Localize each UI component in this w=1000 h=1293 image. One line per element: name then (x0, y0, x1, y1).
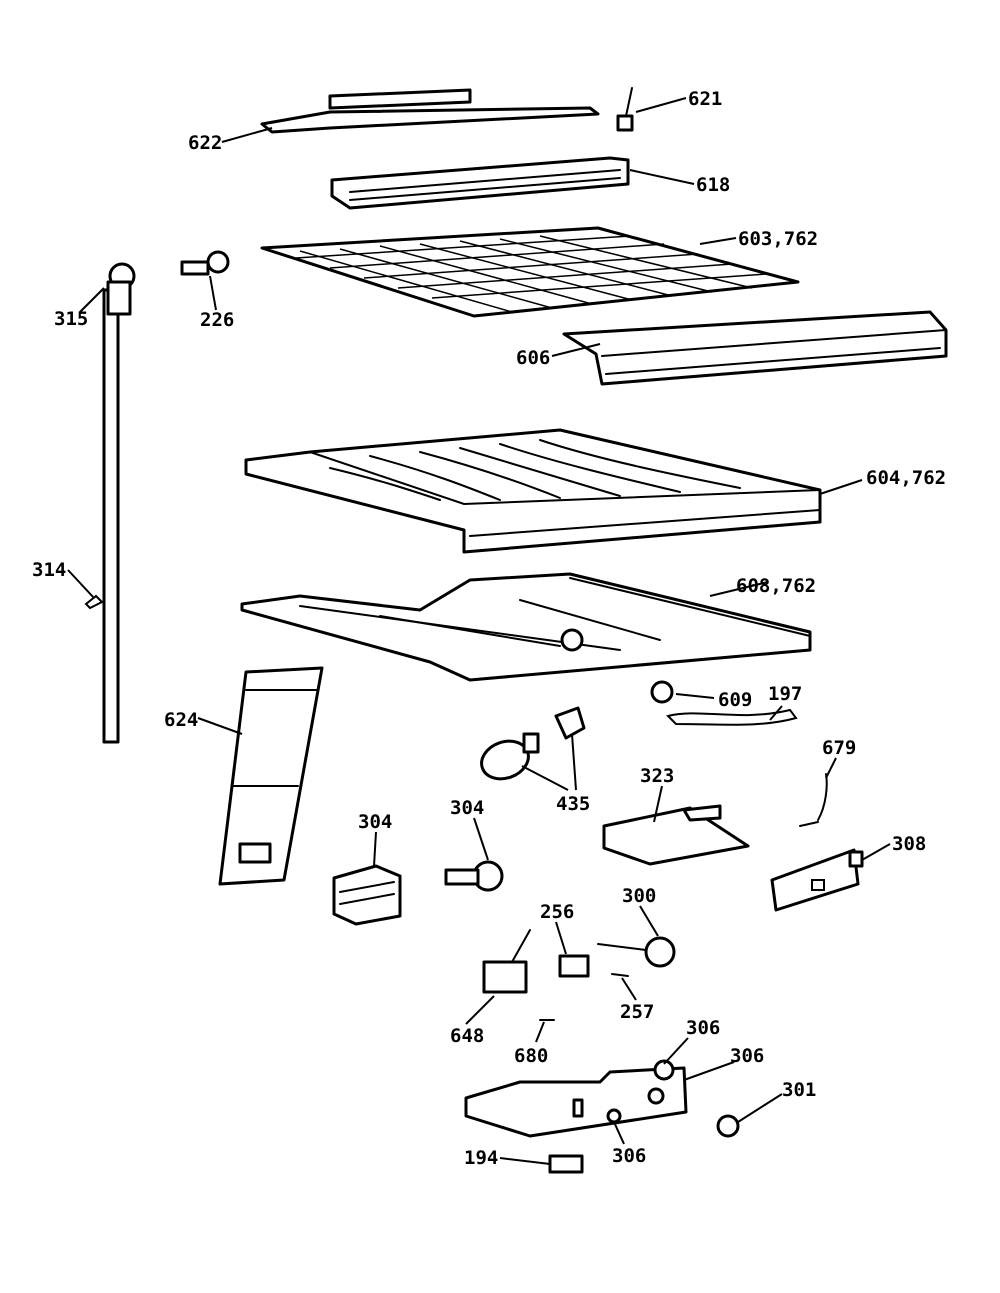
part-256-capacitor (558, 954, 590, 978)
part-621-pin (616, 87, 634, 132)
callout-608-762: 608,762 (736, 575, 816, 597)
callout-304-housing: 304 (358, 811, 392, 833)
callout-314: 314 (32, 559, 66, 581)
callout-606: 606 (516, 347, 550, 369)
callout-194: 194 (464, 1147, 498, 1169)
part-300-thermostat (597, 936, 676, 968)
callout-679: 679 (822, 737, 856, 759)
part-304-housing (332, 864, 402, 926)
part-323-switch (602, 804, 750, 866)
callout-306-bottom: 306 (612, 1145, 646, 1167)
part-315-rod (102, 262, 136, 744)
callout-315: 315 (54, 308, 88, 330)
callout-308: 308 (892, 833, 926, 855)
part-257-screw (611, 973, 629, 977)
callout-621: 621 (688, 88, 722, 110)
callout-301: 301 (782, 1079, 816, 1101)
leader-lines (67, 97, 891, 1165)
part-622-cover (260, 88, 600, 134)
callout-197: 197 (768, 683, 802, 705)
part-603-wire-shelf (260, 226, 800, 318)
part-648-motor (482, 929, 531, 994)
callout-435: 435 (556, 793, 590, 815)
part-304-knob (444, 860, 504, 892)
part-679-screw (799, 773, 828, 827)
part-226-knob (180, 250, 230, 276)
callout-618: 618 (696, 174, 730, 196)
callout-labels: 621 622 618 603,762 315 226 606 604,762 … (32, 88, 946, 1169)
callout-604-762: 604,762 (866, 467, 946, 489)
part-604-tray (244, 428, 822, 554)
part-197-wire (666, 708, 798, 726)
callout-300: 300 (622, 885, 656, 907)
callout-680: 680 (514, 1045, 548, 1067)
callout-256: 256 (540, 901, 574, 923)
part-194-connector (548, 1154, 584, 1174)
callout-609: 609 (718, 689, 752, 711)
callout-624: 624 (164, 709, 198, 731)
callout-323: 323 (640, 765, 674, 787)
callout-257: 257 (620, 1001, 654, 1023)
part-306-housing (464, 1059, 688, 1138)
callout-306-top: 306 (686, 1017, 720, 1039)
part-314-clip (84, 594, 104, 610)
part-301-nut (716, 1114, 740, 1138)
part-606-pan-cover (562, 310, 948, 386)
part-435-bulb (480, 706, 586, 781)
callout-226: 226 (200, 309, 234, 331)
part-618-rail (330, 156, 630, 210)
callout-306-right: 306 (730, 1045, 764, 1067)
callout-648: 648 (450, 1025, 484, 1047)
part-624-bracket (218, 666, 324, 886)
callout-622: 622 (188, 132, 222, 154)
part-308-plate (770, 848, 864, 912)
part-608-tray (240, 572, 812, 682)
callout-304-knob: 304 (450, 797, 484, 819)
part-609-grommet (650, 680, 674, 704)
callout-603-762: 603,762 (738, 228, 818, 250)
